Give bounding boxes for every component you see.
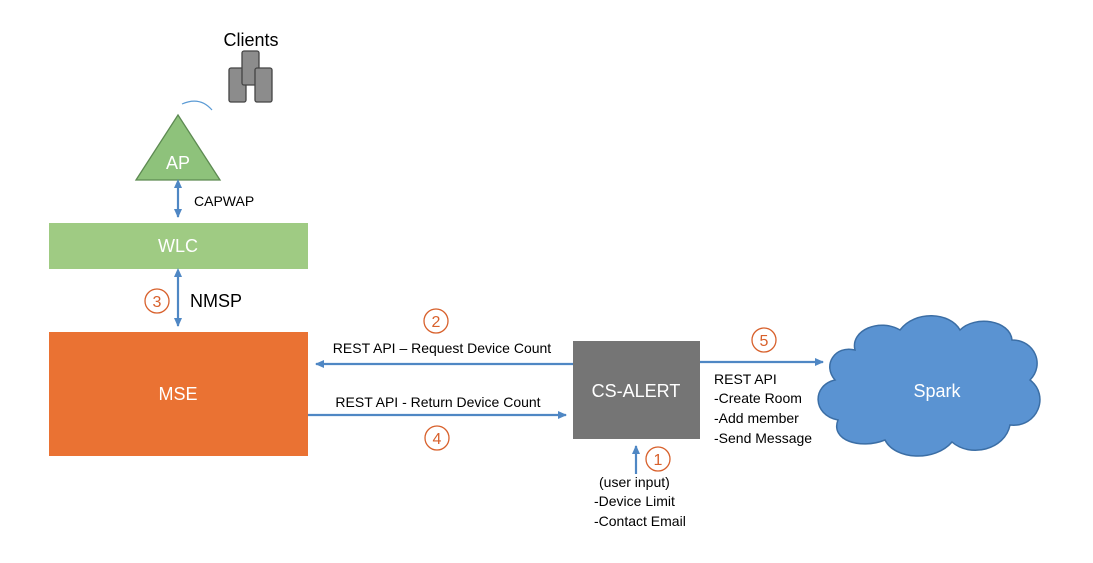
- user-input-line: -Contact Email: [594, 513, 686, 529]
- user-input-line: (user input): [599, 474, 670, 490]
- nmsp-label: NMSP: [190, 291, 242, 311]
- spark-api-line: REST API: [714, 371, 777, 387]
- user-input-text: (user input) -Device Limit -Contact Emai…: [594, 474, 686, 529]
- ap-node: AP: [134, 113, 222, 181]
- mse-label: MSE: [158, 384, 197, 404]
- capwap-label: CAPWAP: [194, 193, 254, 209]
- step-1-number: 1: [654, 452, 663, 469]
- cs-alert-label: CS-ALERT: [592, 381, 681, 401]
- wlc-label: WLC: [158, 236, 198, 256]
- cs-alert-box: [573, 341, 700, 439]
- spark-api-text: REST API -Create Room -Add member -Send …: [714, 371, 812, 446]
- clients-icon: [228, 50, 273, 103]
- step-2-number: 2: [432, 314, 441, 331]
- spark-label: Spark: [913, 381, 961, 401]
- spark-api-line: -Add member: [714, 410, 799, 426]
- step-3-number: 3: [153, 294, 162, 311]
- ap-label: AP: [166, 153, 190, 173]
- step-5-circle: [751, 327, 777, 353]
- wireless-signal-icon: [181, 100, 213, 111]
- step-5-number: 5: [760, 333, 769, 350]
- mse-box: [49, 332, 308, 456]
- spark-api-line: -Create Room: [714, 390, 802, 406]
- request-label: REST API – Request Device Count: [333, 340, 552, 356]
- wlc-node: WLC: [49, 223, 308, 269]
- cs-alert-node: CS-ALERT: [573, 341, 700, 439]
- mse-node: MSE: [49, 332, 308, 456]
- return-label: REST API - Return Device Count: [335, 394, 540, 410]
- user-input-line: -Device Limit: [594, 493, 675, 509]
- step-4-circle: [424, 425, 450, 451]
- step-1-circle: [645, 446, 671, 472]
- step-4-number: 4: [433, 431, 442, 448]
- spark-api-line: -Send Message: [714, 430, 812, 446]
- spark-node: Spark: [817, 315, 1041, 457]
- step-3-circle: [144, 288, 170, 314]
- step-2-circle: [423, 308, 449, 334]
- spark-cloud-icon: [817, 315, 1041, 457]
- wlc-box: [49, 223, 308, 269]
- clients-label: Clients: [223, 30, 278, 50]
